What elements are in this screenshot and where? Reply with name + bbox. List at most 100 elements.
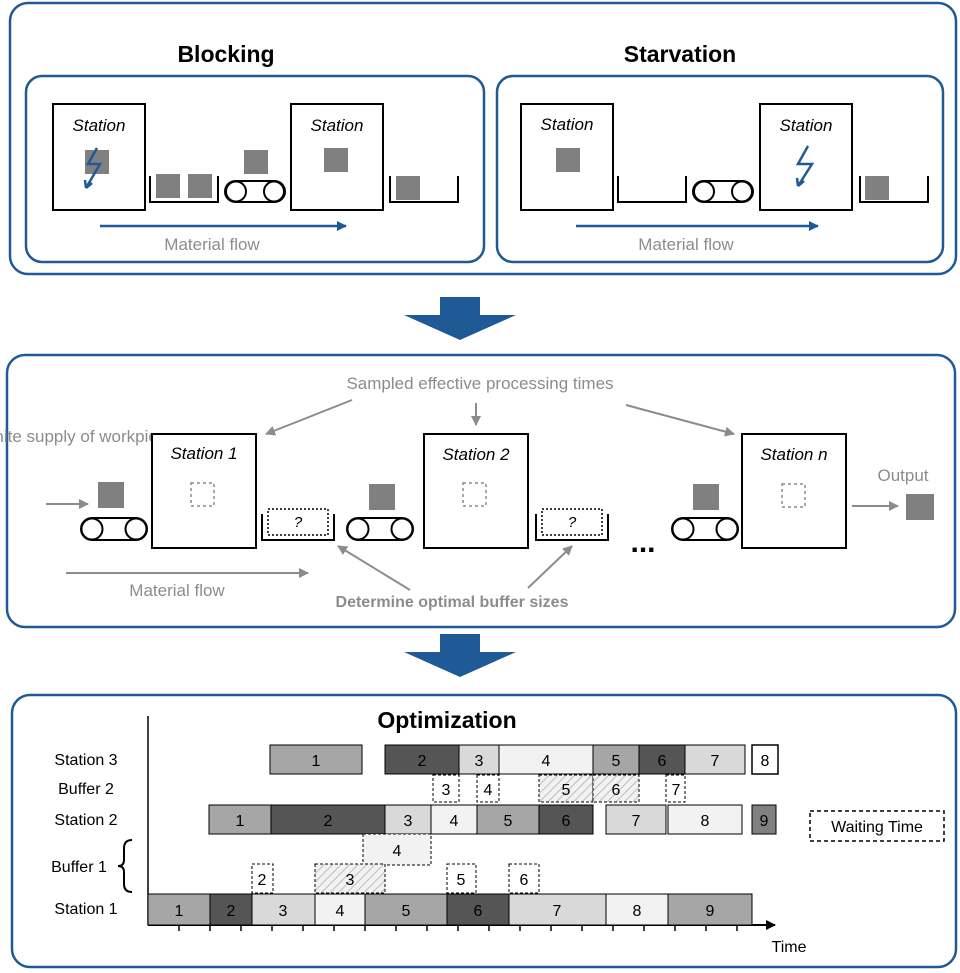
- workpiece: [244, 150, 268, 174]
- job-label: 6: [612, 782, 621, 799]
- job-label: 7: [672, 782, 681, 799]
- job-label: 1: [236, 813, 245, 830]
- buffer-wait-box: [432, 774, 460, 803]
- supply-line: Infinite supply of workpieces: [0, 427, 184, 446]
- panel-problems: [8, 1, 958, 276]
- job-label: 4: [450, 813, 459, 830]
- job-label: 5: [504, 813, 513, 830]
- buffer-2: ?: [535, 508, 609, 541]
- job-label: 3: [404, 813, 413, 830]
- job-bar: [751, 744, 779, 775]
- job-label: 8: [633, 903, 642, 920]
- job-label: 6: [474, 903, 483, 920]
- job-label: 6: [520, 872, 529, 889]
- conveyor-icon: [692, 180, 754, 203]
- job-bar: [751, 804, 777, 835]
- waiting-time-label: Waiting Time: [831, 819, 923, 836]
- station-n: Station n: [741, 433, 847, 549]
- workpiece: [369, 484, 395, 510]
- station-n-label: Station n: [760, 445, 827, 464]
- buffer-wait-box: [592, 774, 640, 803]
- job-label: 6: [562, 813, 571, 830]
- supply-label: Infinite supply of workpieces: [0, 427, 184, 446]
- job-bar: [458, 744, 500, 775]
- waiting-time-legend: [809, 810, 945, 842]
- job-bar: [314, 893, 366, 926]
- buffer-wait-box: [446, 863, 477, 894]
- job-label: 5: [402, 903, 411, 920]
- blocking-output-buffer: [389, 176, 459, 203]
- job-label: 6: [658, 753, 667, 770]
- job-bar: [269, 744, 363, 775]
- starvation-panel: [495, 74, 945, 264]
- job-bar: [605, 893, 669, 926]
- job-bar: [147, 893, 211, 926]
- workpiece: [556, 148, 580, 172]
- job-label: 1: [175, 903, 184, 920]
- job-bar: [667, 893, 753, 926]
- job-label: 5: [562, 782, 571, 799]
- buffer-wait-box: [251, 863, 274, 894]
- conveyor-icon: [671, 517, 739, 541]
- job-label: 2: [324, 813, 333, 830]
- job-label: 5: [457, 872, 466, 889]
- job-label: 3: [279, 903, 288, 920]
- job-bar: [270, 804, 386, 835]
- empty-slot: [190, 482, 215, 507]
- job-label: 9: [706, 903, 715, 920]
- conveyor-icon: [346, 517, 414, 541]
- lightning-icon: [795, 145, 815, 187]
- job-bar: [476, 804, 540, 835]
- job-bar: [251, 893, 316, 926]
- job-label: 4: [484, 782, 493, 799]
- job-label: 3: [475, 753, 484, 770]
- blocking-station-left: Station: [52, 103, 146, 211]
- station-1: Station 1: [151, 433, 257, 549]
- station-label: Station: [311, 116, 364, 135]
- station-label: Station: [780, 116, 833, 135]
- job-label: 1: [312, 753, 321, 770]
- job-label: 8: [701, 813, 710, 830]
- output-label: Output: [877, 466, 928, 485]
- starvation-output-buffer: [859, 176, 929, 203]
- job-label: 2: [227, 903, 236, 920]
- sampled-arrow: [625, 404, 735, 437]
- workpiece: [693, 484, 719, 510]
- conveyor-icon: [224, 150, 286, 203]
- buffer1-brace: [117, 839, 133, 893]
- job-bar: [208, 804, 272, 835]
- station-2-label: Station 2: [442, 445, 510, 464]
- job-bar: [384, 744, 460, 775]
- sampled-times-label: Sampled effective processing times: [346, 374, 613, 393]
- job-label: 7: [711, 753, 720, 770]
- buffer-wait-box: [314, 863, 386, 894]
- blocking-title: Blocking: [177, 41, 274, 67]
- optimization-title: Optimization: [377, 707, 516, 733]
- job-bar: [430, 804, 478, 835]
- buffer-1: ?: [261, 508, 335, 541]
- empty-slot: [462, 482, 487, 507]
- row-label-buffer1: Buffer 1: [51, 859, 107, 876]
- job-bar: [498, 744, 594, 775]
- determine-arrow: [527, 545, 573, 589]
- job-label: 8: [761, 753, 770, 770]
- job-label: 2: [418, 753, 427, 770]
- flow-label: Material flow: [164, 235, 260, 254]
- starvation-station-left: Station: [520, 103, 614, 211]
- job-label: 4: [393, 843, 402, 860]
- job-label: 7: [632, 813, 641, 830]
- job-bar: [508, 893, 607, 926]
- job-label: 2: [258, 872, 267, 889]
- row-label-buffer2: Buffer 2: [58, 781, 114, 798]
- workpiece: [396, 176, 420, 200]
- panel-model: [5, 353, 957, 629]
- row-label-station3: Station 3: [54, 752, 117, 769]
- determine-label: Determine optimal buffer sizes: [336, 594, 569, 611]
- starvation-title: Starvation: [624, 41, 736, 67]
- blocking-panel: [24, 74, 486, 264]
- station-1-label: Station 1: [170, 444, 237, 463]
- buffer-wait-box: [665, 774, 686, 803]
- ellipsis: ...: [630, 526, 655, 559]
- conveyor-icon: [80, 517, 148, 541]
